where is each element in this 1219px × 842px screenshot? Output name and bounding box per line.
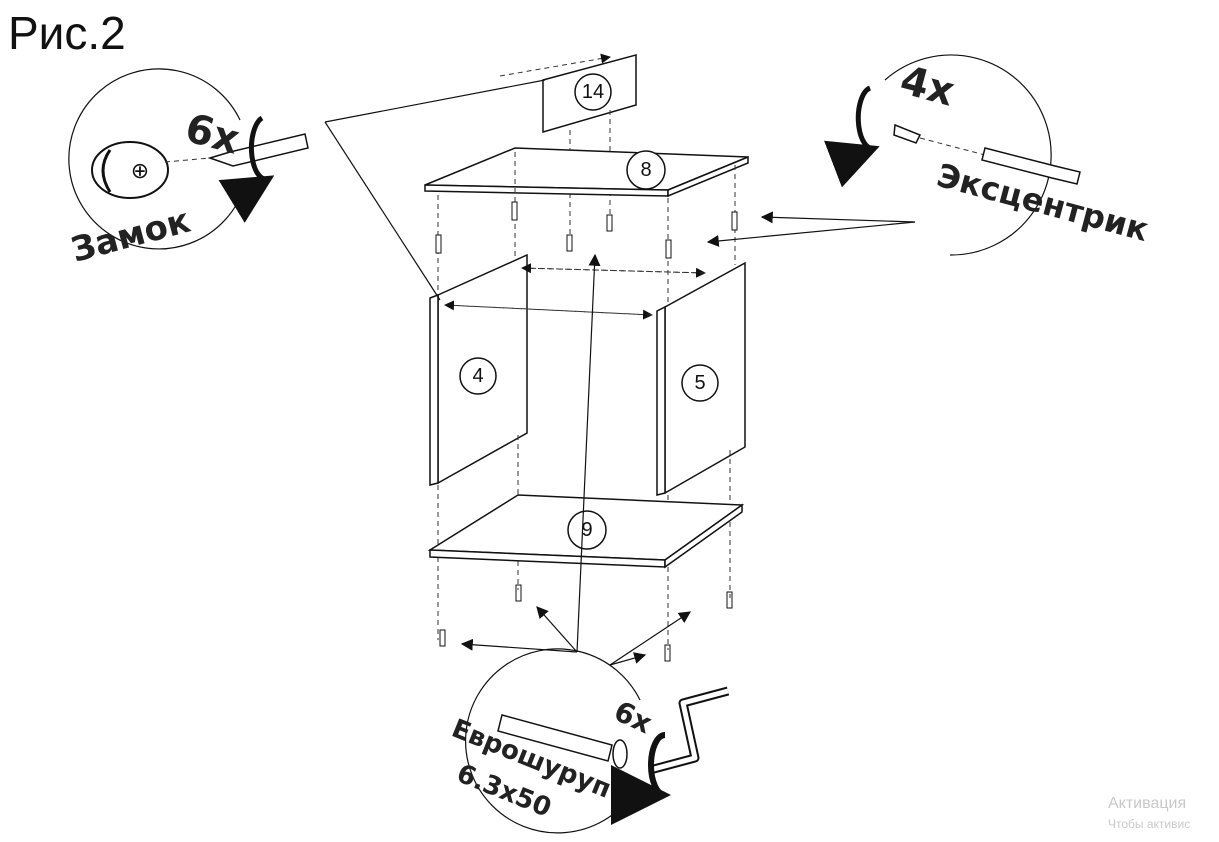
activation-watermark: Активация Чтобы активис xyxy=(1108,795,1190,831)
eccentric-quantity: 4x xyxy=(895,57,959,115)
part-number-5: 5 xyxy=(694,372,705,394)
svg-text:⊕: ⊕ xyxy=(131,158,149,183)
rotate-arrow-icon xyxy=(824,85,880,188)
part-number-8: 8 xyxy=(640,159,651,181)
part-number-9: 9 xyxy=(581,519,592,541)
dowels xyxy=(435,201,738,662)
euroscrew-quantity: 6x xyxy=(609,694,657,740)
part-number-14: 14 xyxy=(582,81,604,103)
cam-lock-icon: ⊕ xyxy=(91,141,169,199)
watermark-line-2: Чтобы активис xyxy=(1108,817,1191,831)
eccentric-dowel-icon xyxy=(981,147,1081,185)
panel-9: 9 xyxy=(427,494,745,569)
screw-icon xyxy=(497,714,613,762)
screwdriver-icon xyxy=(207,133,309,167)
rotate-arrow-icon xyxy=(218,115,275,223)
panel-5: 5 xyxy=(656,261,746,496)
figure-title: Рис.2 xyxy=(8,7,126,59)
eccentric-callout: 4x Эксцентрик xyxy=(706,54,1153,256)
bit-icon xyxy=(893,123,922,144)
panel-4: 4 xyxy=(429,253,528,486)
rotate-arrow-icon xyxy=(610,732,671,825)
panel-14: 14 xyxy=(499,53,637,250)
part-number-4: 4 xyxy=(472,365,483,387)
watermark-line-1: Активация xyxy=(1108,795,1187,812)
